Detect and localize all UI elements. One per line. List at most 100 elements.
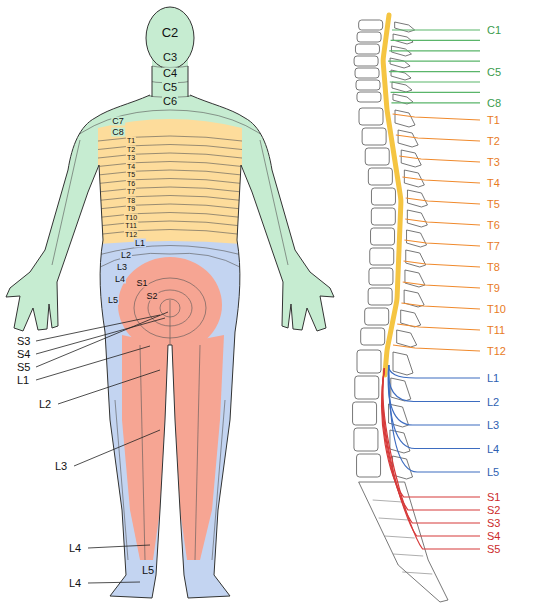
- dermatome-label: T5: [126, 171, 136, 178]
- callout-label: S4: [16, 349, 31, 360]
- vertebral-body: [361, 328, 385, 345]
- vertebral-body: [356, 80, 380, 90]
- callout-label: L1: [16, 375, 30, 386]
- dermatome-label: T8: [126, 196, 136, 203]
- callout-label: S3: [16, 336, 31, 347]
- vertebral-body: [357, 454, 381, 477]
- dermatome-label: T6: [126, 179, 136, 186]
- sacral-nerve: [382, 368, 480, 510]
- cervical-nerve: [392, 29, 480, 30]
- thoracic-nerve: [406, 198, 480, 204]
- cervical-nerve: [391, 92, 480, 93]
- nerve-label: S3: [486, 518, 501, 529]
- dermatome-label: L5: [107, 296, 119, 305]
- vertebral-body: [362, 128, 386, 145]
- spinal-nerves: [382, 30, 480, 549]
- nerve-label: T1: [486, 115, 501, 126]
- nerve-label: T3: [486, 157, 501, 168]
- nerve-label: T7: [486, 241, 501, 252]
- vertebral-body: [355, 376, 379, 399]
- nerve-label: T11: [486, 325, 506, 336]
- dermatome-label: L1: [134, 239, 146, 248]
- dermatome-label: T10: [124, 213, 138, 220]
- nerve-label: T5: [486, 199, 501, 210]
- thoracic-nerve: [393, 114, 480, 120]
- thoracic-nerve: [399, 156, 480, 162]
- vertebral-body: [369, 268, 393, 285]
- lumbar-region: [90, 241, 250, 612]
- nerve-label: S5: [486, 544, 501, 555]
- cervical-nerve: [391, 102, 480, 103]
- dermatome-borders: [52, 65, 288, 560]
- nerve-label: C5: [486, 66, 502, 77]
- dermatome-label: S1: [135, 279, 148, 288]
- vertebral-body: [357, 92, 381, 102]
- nerve-label: L3: [486, 420, 500, 431]
- callout-label: L4: [68, 543, 82, 554]
- thoracic-nerve: [401, 303, 480, 309]
- dermatome-label: C5: [162, 82, 178, 93]
- cervical-nerve: [391, 40, 480, 41]
- vertebral-body: [365, 308, 389, 325]
- sacral-leg-region: [122, 335, 168, 560]
- thoracic-nerve: [404, 240, 480, 246]
- sacral-segment: [402, 572, 432, 574]
- dermatome-label: C8: [111, 128, 125, 137]
- nerve-label: T2: [486, 136, 501, 147]
- dermatome-label: T1: [126, 137, 136, 144]
- vertebral-body: [371, 188, 395, 205]
- vertebral-body: [355, 44, 379, 54]
- spinous-process: [407, 210, 427, 227]
- dermatome-label: T2: [126, 145, 136, 152]
- thoracic-nerve: [396, 135, 480, 141]
- lumbar-nerve: [389, 365, 480, 449]
- dermatome-label: L2: [120, 251, 132, 260]
- spinous-process: [391, 378, 411, 401]
- cervical-nerve: [390, 81, 480, 82]
- dermatome-label: T4: [126, 162, 136, 169]
- sacral-segment: [379, 518, 409, 520]
- sacral-leg-region: [172, 335, 224, 560]
- spinal-cord: [383, 15, 401, 375]
- dermatome-label: C3: [162, 52, 178, 63]
- sacrum: [359, 482, 448, 602]
- cervical-nerve: [388, 61, 480, 62]
- nerve-label: T12: [486, 346, 507, 357]
- vertebral-body: [371, 228, 395, 245]
- spinous-process: [398, 130, 418, 147]
- nerve-label: T4: [486, 178, 501, 189]
- nerve-label: T10: [486, 304, 507, 315]
- vertebral-body: [371, 208, 395, 225]
- vertebral-body: [359, 108, 383, 125]
- vertebral-body: [365, 148, 389, 165]
- spinous-process: [392, 82, 412, 92]
- spine-illustration: [353, 15, 480, 602]
- spinous-process: [393, 352, 413, 375]
- nerve-label: S1: [486, 492, 501, 503]
- thoracic-nerve: [403, 282, 480, 288]
- thoracic-region: [98, 119, 242, 246]
- nerve-label: L2: [486, 396, 500, 407]
- body-outline: [6, 7, 334, 598]
- nerve-label: L1: [486, 373, 500, 384]
- callout-label: L3: [54, 461, 68, 472]
- dermatome-label: C4: [162, 68, 178, 79]
- cervical-nerve: [389, 71, 480, 72]
- nerve-label: S4: [486, 531, 501, 542]
- spinous-process: [407, 230, 427, 247]
- sacral-nerve: [383, 368, 480, 549]
- callout-label: L2: [38, 399, 52, 410]
- spinous-process: [406, 250, 426, 267]
- thoracic-nerve: [402, 177, 480, 183]
- dermatome-label: L4: [114, 275, 126, 284]
- dermatome-label: S2: [145, 292, 158, 301]
- vertebral-body: [355, 68, 379, 78]
- spinous-process: [395, 110, 415, 127]
- dermatome-label: T9: [126, 205, 136, 212]
- spinous-process: [390, 58, 410, 68]
- cervical-nerve: [389, 50, 480, 51]
- dermatome-label: L3: [116, 263, 128, 272]
- lumbar-nerve: [389, 365, 480, 472]
- vertebral-body: [368, 168, 392, 185]
